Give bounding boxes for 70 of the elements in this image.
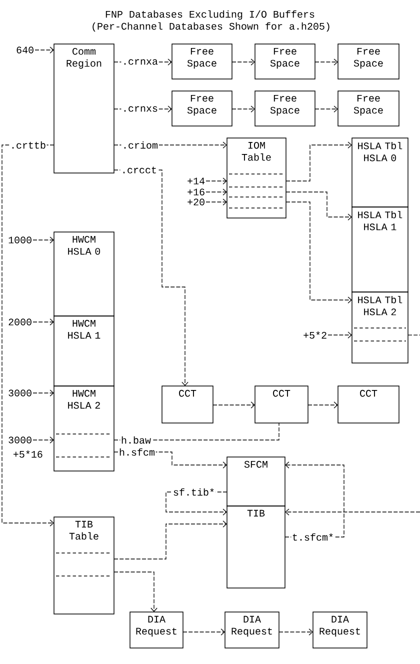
edge-label: .criom	[121, 140, 159, 150]
arrow	[232, 106, 255, 112]
data-box: HWCM HSLA 0	[54, 232, 114, 316]
arrow	[32, 390, 54, 396]
data-box: CCT	[254, 386, 308, 424]
data-box: Free Space	[254, 90, 316, 126]
data-box: Comm Region	[54, 44, 114, 174]
data-box: DIA Request	[312, 612, 368, 648]
arrow	[2, 144, 54, 526]
data-box: HWCM HSLA 1	[54, 316, 114, 386]
address-label: 3000	[8, 390, 32, 396]
data-box: DIA Request	[224, 612, 280, 648]
arrow	[285, 508, 420, 516]
arrow	[286, 202, 352, 304]
data-box: Free Space	[172, 90, 232, 126]
data-box: CCT	[338, 386, 400, 424]
data-box: Free Space	[338, 90, 400, 126]
subtitle: (Per-Channel Databases Shown for a.h205)	[92, 22, 330, 32]
data-box: SFCM	[226, 456, 286, 506]
arrow	[286, 192, 352, 220]
edge-label: .crttb	[9, 140, 47, 150]
arrow	[278, 628, 313, 636]
edge-label: h.baw	[120, 436, 152, 444]
data-box: CCT	[162, 386, 214, 424]
data-box: Free Space	[254, 44, 316, 80]
data-box: HSLA Tbl HSLA 1	[352, 206, 408, 292]
data-box: IOM Table	[226, 138, 286, 218]
arrow	[308, 402, 338, 408]
arrow	[32, 436, 54, 444]
offset-label: +16	[188, 188, 204, 196]
edge-label: .crcct	[120, 166, 158, 174]
edge-label: h.sfcm	[118, 448, 156, 456]
arrow	[212, 402, 255, 408]
arrow	[206, 188, 227, 196]
arrow	[232, 58, 255, 66]
data-box: DIA Request	[130, 612, 184, 648]
address-label: 3000	[8, 436, 32, 444]
address-label: 1000	[8, 236, 32, 244]
edge-label: .crnxs	[121, 105, 159, 113]
arrow	[114, 520, 227, 560]
offset-label: +5*2	[304, 331, 326, 339]
address-label: 2000	[8, 318, 32, 326]
data-box: HSLA Tbl HSLA 2	[352, 292, 408, 364]
data-box: Free Space	[338, 44, 400, 80]
data-box: TIB Table	[54, 516, 114, 614]
connector-line	[408, 334, 420, 336]
data-box: HSLA Tbl HSLA 0	[352, 138, 408, 208]
arrow	[206, 198, 227, 206]
data-box: HWCM HSLA 2	[54, 386, 114, 472]
arrow	[314, 106, 338, 112]
arrow	[32, 318, 54, 326]
arrow	[34, 46, 54, 54]
data-box: TIB	[226, 506, 286, 588]
arrow	[114, 170, 188, 386]
arrow	[206, 178, 227, 184]
arrow	[328, 332, 352, 338]
arrow	[182, 628, 225, 636]
edge-label: t.sfcm*	[291, 532, 335, 542]
offset-label: +14	[188, 178, 205, 184]
offset-label: +20	[188, 198, 204, 206]
arrow	[314, 58, 338, 66]
offset-label: +5*16	[14, 450, 42, 458]
arrow	[286, 142, 352, 182]
title: FNP Databases Excluding I/O Buffers	[106, 10, 314, 20]
edge-label: .crnxa	[121, 58, 159, 66]
arrow	[114, 572, 158, 612]
data-box: Free Space	[172, 44, 232, 80]
arrow	[32, 236, 54, 244]
edge-label: sf.tib*	[172, 488, 216, 496]
address-label: 640	[16, 46, 34, 54]
